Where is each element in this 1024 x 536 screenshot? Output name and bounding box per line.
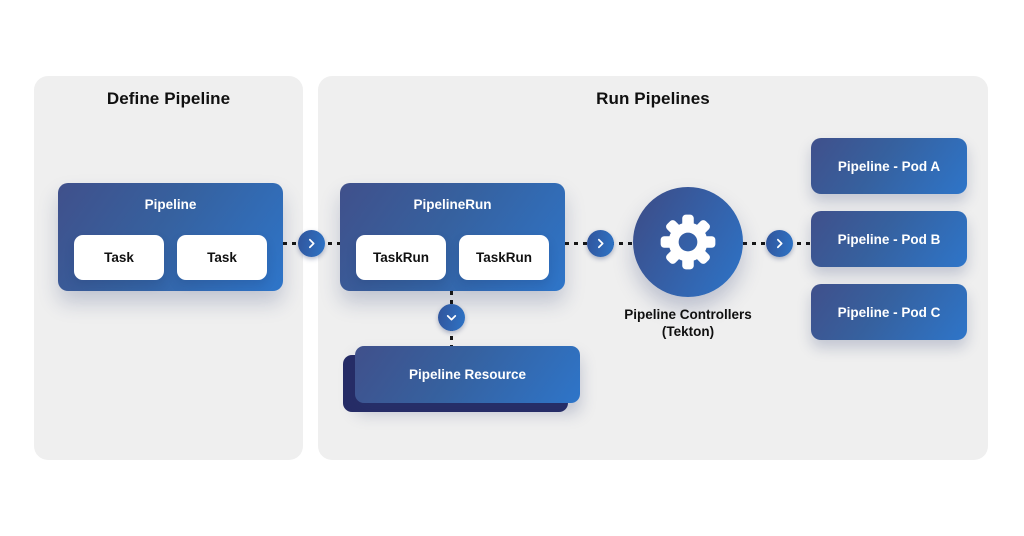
chevron-down-icon [446, 315, 457, 321]
pod-node-c: Pipeline - Pod C [811, 284, 967, 340]
chevron-right-icon [309, 238, 315, 249]
arrow-badge-down [438, 304, 465, 331]
task-node-2: Task [177, 235, 267, 280]
task-row: Task Task [74, 235, 267, 280]
pipeline-resource-label: Pipeline Resource [408, 367, 527, 382]
controllers-label-line2: (Tekton) [661, 324, 715, 339]
pipeline-node-label: Pipeline [144, 197, 197, 212]
pod-a-label: Pipeline - Pod A [837, 158, 941, 174]
pipeline-resource-node: Pipeline Resource [355, 346, 580, 403]
pipeline-node: Pipeline Task Task [58, 183, 283, 291]
chevron-right-icon [598, 238, 604, 249]
arrow-badge-2 [587, 230, 614, 257]
pod-c-label: Pipeline - Pod C [837, 304, 941, 320]
pod-b-label: Pipeline - Pod B [837, 231, 941, 247]
pod-node-b: Pipeline - Pod B [811, 211, 967, 267]
chevron-right-icon [777, 238, 783, 249]
arrow-badge-3 [766, 230, 793, 257]
pod-node-a: Pipeline - Pod A [811, 138, 967, 194]
define-pipeline-title: Define Pipeline [106, 89, 231, 108]
controllers-label: Pipeline Controllers (Tekton) [588, 306, 788, 340]
controllers-label-line1: Pipeline Controllers [624, 307, 752, 322]
pipeline-run-node-label: PipelineRun [413, 197, 492, 212]
controllers-node [633, 187, 743, 297]
run-pipelines-title: Run Pipelines [596, 89, 710, 108]
task-node-1: Task [74, 235, 164, 280]
task-run-row: TaskRun TaskRun [356, 235, 549, 280]
arrow-badge-1 [298, 230, 325, 257]
task-run-node-1: TaskRun [356, 235, 446, 280]
pipeline-run-node: PipelineRun TaskRun TaskRun [340, 183, 565, 291]
gear-icon [660, 214, 716, 270]
task-run-node-2: TaskRun [459, 235, 549, 280]
